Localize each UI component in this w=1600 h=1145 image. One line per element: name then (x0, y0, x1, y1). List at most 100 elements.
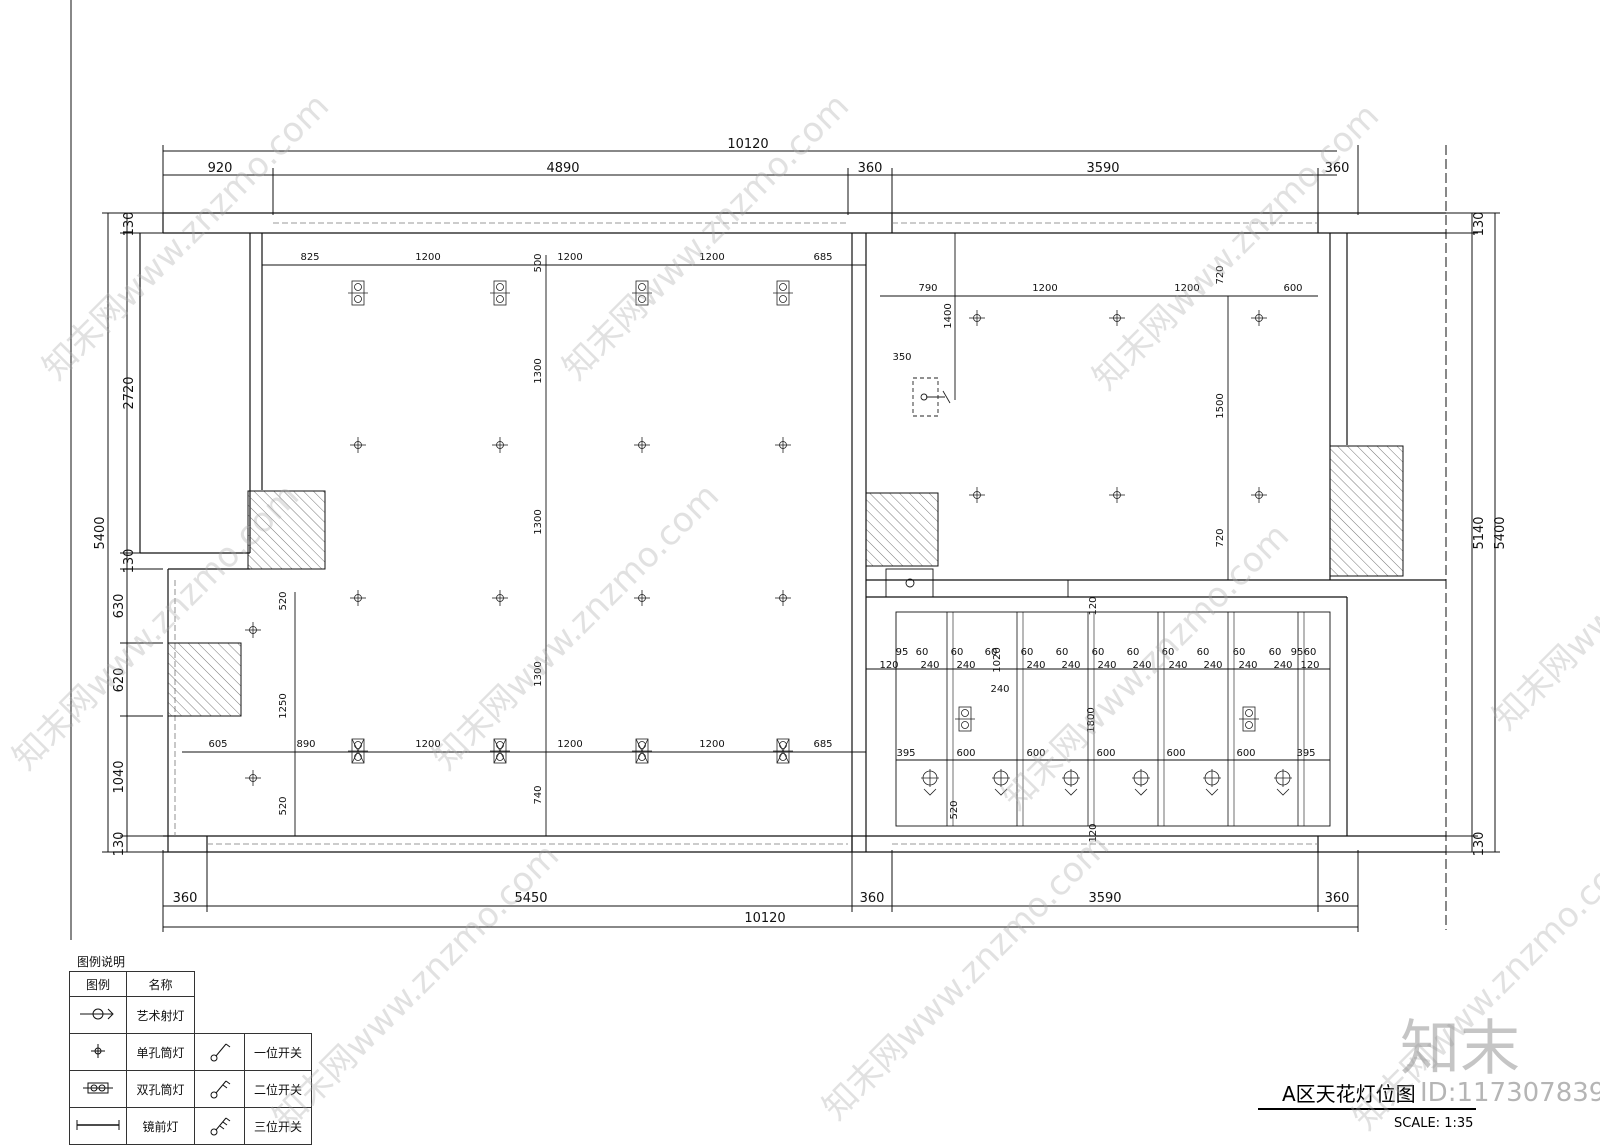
single-downlight-icon (69, 1033, 127, 1071)
art-spotlight (1062, 769, 1080, 796)
art-spotlight (992, 769, 1010, 796)
top-dim-5: 360 (1325, 161, 1350, 176)
stair-dividers (946, 612, 1305, 826)
legend-item-3: 双孔筒灯 (126, 1070, 195, 1108)
single-downlight (1251, 487, 1267, 503)
double-downlight (632, 280, 652, 306)
stair-dim-60: 60 (1233, 647, 1246, 658)
right-total-dim-a: 5140 (1472, 516, 1487, 549)
left-dim-5: 620 (112, 668, 127, 693)
two-gang-switch-icon (194, 1070, 245, 1108)
ra-vert-1: 500 (533, 253, 544, 272)
bottom-dim-5: 360 (1325, 891, 1350, 906)
double-downlight (348, 738, 368, 764)
double-downlight (955, 706, 975, 732)
double-downlight-icon (69, 1070, 127, 1108)
single-downlight (350, 590, 366, 606)
single-downlight (1109, 310, 1125, 326)
stair-dim-bottom: 600 (1236, 748, 1255, 759)
room-b-ceiling-lines (880, 233, 1318, 597)
ra-row-4: 1200 (557, 739, 582, 750)
double-downlight (348, 280, 368, 306)
ra-left-vert-2: 1250 (278, 693, 289, 718)
three-gang-switch-icon (194, 1107, 245, 1145)
brand-logo: 知末 (1400, 1014, 1520, 1084)
bottom-dim-4: 3590 (1088, 891, 1121, 906)
stair-dim-60: 60 (1127, 647, 1140, 658)
stair-dim-bottom: 395 (1296, 748, 1315, 759)
stair-misc-3: 1020 (992, 647, 1003, 672)
ra-vert-3: 1300 (533, 509, 544, 534)
ra-vert-4: 1300 (533, 661, 544, 686)
legend-switch-1: 一位开关 (244, 1033, 312, 1071)
art-spotlight (921, 769, 939, 796)
one-gang-switch-icon (194, 1033, 245, 1071)
rb-vert-5: 350 (892, 352, 911, 363)
rb-vert-4: 1400 (943, 303, 954, 328)
sink (885, 568, 934, 598)
stair-dim-60: 60 (1162, 647, 1175, 658)
single-downlight (492, 590, 508, 606)
stair-dim-bottom: 600 (956, 748, 975, 759)
stair-misc-1: 95 (896, 647, 909, 658)
single-downlight (245, 622, 261, 638)
single-downlight (969, 487, 985, 503)
stair-dim-240: 240 (1238, 660, 1257, 671)
legend-col-symbol: 图例 (69, 971, 127, 997)
rb-top-1: 790 (918, 283, 937, 294)
stair-misc-5: 1800 (1086, 707, 1097, 732)
stair-dim-bottom: 600 (1096, 748, 1115, 759)
legend-title: 图例说明 (77, 955, 126, 969)
double-downlight (1239, 706, 1259, 732)
art-spotlight (1274, 769, 1292, 796)
top-dim-2: 4890 (546, 161, 579, 176)
legend-switch-3: 三位开关 (244, 1107, 312, 1145)
stair-dim-240: 240 (1168, 660, 1187, 671)
top-dimensions (162, 145, 1359, 215)
double-downlight (632, 738, 652, 764)
ra-vert-5: 740 (533, 785, 544, 804)
stair-dim-60: 60 (951, 647, 964, 658)
top-total-dim: 10120 (727, 137, 768, 152)
legend-item-4: 镜前灯 (126, 1107, 195, 1145)
right-total-dim-b: 5400 (1493, 516, 1508, 549)
ra-top-1: 825 (300, 252, 319, 263)
stair-dim-60: 60 (1092, 647, 1105, 658)
stair-misc-8: 95 (1291, 647, 1304, 658)
legend-table: 图例 名称 艺术射灯 单孔筒灯 一位开关 双孔筒灯 二位开关 镜前灯 (69, 971, 312, 1145)
stair-misc-4: 240 (990, 684, 1009, 695)
left-dim-6: 1040 (112, 760, 127, 793)
stair-dim-60: 60 (916, 647, 929, 658)
light-fixtures (245, 280, 1292, 796)
art-spotlight-icon (69, 996, 127, 1034)
stair-dim-60: 60 (985, 647, 998, 658)
ra-row-1: 605 (208, 739, 227, 750)
art-spotlight-fixture (912, 377, 951, 417)
stair-dim-60: 60 (1304, 647, 1317, 658)
stair-dim-240: 240 (1097, 660, 1116, 671)
stair-dim-240: 240 (920, 660, 939, 671)
stair-misc-2: 120 (879, 660, 898, 671)
walls (139, 212, 1446, 853)
ra-top-4: 1200 (699, 252, 724, 263)
right-dim-2: 130 (1472, 832, 1487, 857)
single-downlight (775, 590, 791, 606)
ra-top-5: 685 (813, 252, 832, 263)
stair-dim-240: 240 (1061, 660, 1080, 671)
drawing-id: ID:1173078399 (1420, 1078, 1600, 1108)
right-dimensions (1432, 145, 1500, 930)
bottom-dim-3: 360 (860, 891, 885, 906)
title-block: A区天花灯位图 SCALE: 1:35 (1258, 1078, 1518, 1131)
rb-top-3: 1200 (1174, 283, 1199, 294)
left-dim-2: 2720 (122, 376, 137, 409)
plan-title: A区天花灯位图 (1258, 1078, 1476, 1110)
single-downlight (969, 310, 985, 326)
bottom-dimensions (162, 850, 1359, 932)
rb-vert-2: 1500 (1215, 393, 1226, 418)
ra-row-2: 890 (296, 739, 315, 750)
stair-misc-7: 120 (1088, 823, 1099, 842)
stair-dim-240: 240 (1203, 660, 1222, 671)
ra-left-vert-1: 520 (278, 591, 289, 610)
